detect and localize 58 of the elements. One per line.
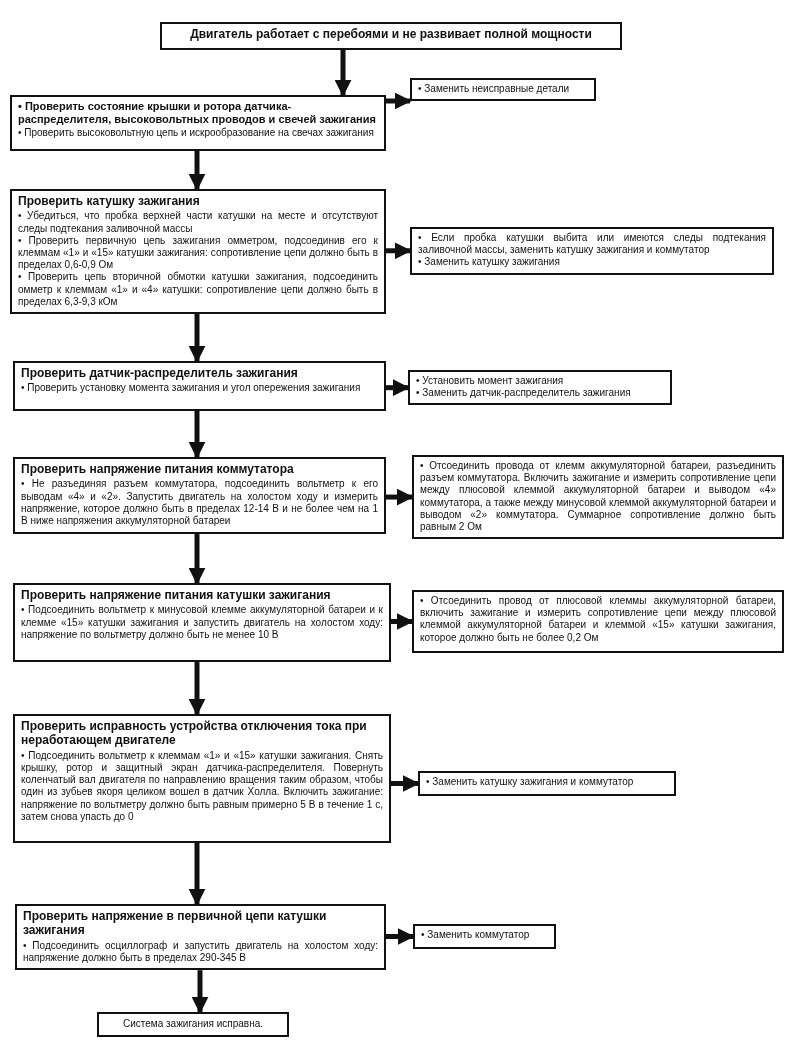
- check-heading: Проверить напряжение питания коммутатора: [21, 462, 295, 477]
- check-step-text: • Проверить установку момента зажигания и угол опережения зажигания: [21, 382, 362, 395]
- check-box: [13, 714, 391, 843]
- check-box: [13, 583, 391, 662]
- arrow: [391, 613, 414, 630]
- check-step-text: • Подсоединить осциллограф и запустить двигатель на холостом ходу: напряжение должно быть в пределах 290-345 В: [23, 939, 378, 965]
- check-heading: Проверить исправность устройства отключения тока при неработающем двигателе: [21, 719, 368, 748]
- check-step-text: • Не разъединяя разъем коммутатора, подсоединить вольтметр к его выводам «4» и «2». Запустить двигатель на холостом ходу и измерить напряжение, которое должно быть в пределах 12-14 В и не более чем на 1 В ниже напряжения аккумуляторной батареи: [21, 478, 378, 528]
- arrow: [386, 488, 414, 506]
- arrow: [188, 411, 206, 459]
- result-box: [97, 1012, 289, 1037]
- arrow: [391, 775, 420, 792]
- action-text: • Заменить катушку зажигания: [418, 256, 561, 269]
- action-box: [410, 78, 596, 102]
- check-step-text: • Проверить первичную цепь зажигания омметром, подсоединив его к клеммам «1» и «15» катушки зажигания: сопротивление цепи должно быть в пределах 0,6-0,9 Ом: [18, 234, 378, 271]
- action-text: • Заменить катушку зажигания и коммутатор: [426, 776, 635, 789]
- check-step-text: • Убедиться, что пробка верхней части катушки на месте и отсутствуют следы подтекания заливочной массы: [18, 210, 378, 235]
- action-box: [408, 370, 672, 406]
- arrow: [191, 970, 209, 1014]
- action-box: [413, 924, 556, 949]
- check-box: [10, 189, 386, 314]
- action-text: • Отсоединить провода от клемм аккумуляторной батареи, разъединить разъем коммутатора. Включить зажигание и измерить сопротивление цепи между плюсовой клеммой аккумуляторной батареи и выводом «4» коммутатора, а также между минусовой клеммой аккумуляторной батареи и выводом «2» коммутатора. Суммарное сопротивление должно быть равным 2 Ом: [420, 460, 776, 534]
- action-box: [412, 590, 784, 653]
- action-text: • Отсоединить провод от плюсовой клеммы аккумуляторной батареи, включить зажигание и измерить сопротивление цепи между плюсовой клеммой аккумуляторной батареи и клеммой «15» катушки зажигания, которое должно быть не более 0,2 Ом: [420, 595, 776, 644]
- action-text: • Заменить датчик-распределитель зажигания: [416, 387, 632, 400]
- arrow: [188, 662, 206, 716]
- check-box: [13, 361, 386, 411]
- action-box: [412, 455, 784, 540]
- action-text: • Заменить коммутатор: [421, 929, 531, 942]
- action-box: [418, 771, 676, 796]
- problem-box: [160, 22, 622, 50]
- arrow: [334, 50, 352, 97]
- check-box: [10, 95, 386, 151]
- arrow: [386, 92, 412, 110]
- check-step-text: • Проверить цепь вторичной обмотки катушки зажигания, подсоединить омметр к клеммам «1» и «4» катушки: сопротивление цепи должно быть в пределах 6,3-9,3 кОм: [18, 271, 378, 308]
- check-box: [15, 904, 386, 971]
- check-step-text: • Подсоединить вольтметр к минусовой клемме аккумуляторной батареи и к клемме «15» катушки зажигания и запустить двигатель на холостом ходу: напряжение по вольтметру должно быть не менее 10 В: [21, 604, 383, 641]
- action-text: • Заменить неисправные детали: [418, 83, 571, 96]
- arrow: [386, 242, 412, 260]
- check-heading: Проверить напряжение питания катушки зажигания: [21, 588, 332, 603]
- problem-text: Двигатель работает с перебоями и не развивает полной мощности: [189, 27, 593, 42]
- check-heading: Проверить катушку зажигания: [18, 194, 201, 209]
- check-step-text: • Проверить состояние крышки и ротора датчика-распределителя, высоковольтных проводов и свечей зажигания: [18, 100, 377, 127]
- action-box: [410, 227, 774, 275]
- arrow: [188, 534, 206, 585]
- arrow: [386, 379, 410, 397]
- check-box: [13, 457, 386, 534]
- result-text: Система зажигания исправна.: [121, 1018, 265, 1031]
- action-text: • Если пробка катушки выбита или имеются следы подтекания заливочной массы, заменить катушку зажигания и коммутатор: [418, 232, 766, 257]
- check-heading: Проверить датчик-распределитель зажигания: [21, 366, 299, 381]
- check-step-text: • Подсоединить вольтметр к клеммам «1» и «15» катушки зажигания. Снять крышку, ротор и защитный экран датчика-распределителя. Повернуть коленчатый вал двигателя по направлению вращения таким образом, чтобы один из зубьев якоря целиком вошел в датчик Холла. Включить зажигание: напряжение по вольтметру должно быть равным примерно 5 В в течение 1 с, затем снова упасть до 0: [21, 749, 383, 823]
- arrow: [188, 843, 206, 906]
- arrow: [188, 313, 206, 363]
- arrow: [386, 928, 415, 945]
- check-step-text: • Проверить высоковольтную цепь и искрообразование на свечах зажигания: [18, 126, 375, 139]
- action-text: • Установить момент зажигания: [416, 375, 565, 388]
- check-heading: Проверить напряжение в первичной цепи катушки зажигания: [23, 909, 328, 938]
- arrow: [188, 151, 206, 191]
